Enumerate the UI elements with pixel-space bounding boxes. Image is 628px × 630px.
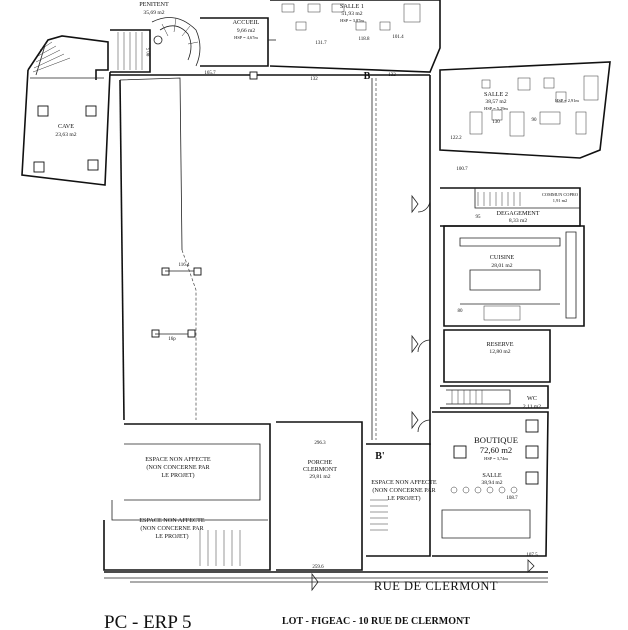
dim-label: 16p — [168, 337, 176, 342]
street-name: RUE DE CLERMONT — [374, 579, 498, 593]
section-mark-b: B — [364, 71, 371, 82]
commun-label: COMMUN COPRO — [542, 192, 578, 197]
dim-label: 296.3 — [314, 441, 326, 446]
commun-area: 1,91 m2 — [553, 198, 567, 204]
section-marks: B B' — [364, 71, 385, 462]
salle-label: SALLE — [482, 472, 501, 479]
salle2-area: 38,57 m2 — [485, 99, 506, 105]
reserve-area: 12,80 m2 — [489, 349, 510, 355]
salle1-label: SALLE 1 — [340, 3, 364, 10]
dim-label: 165.7 — [204, 71, 216, 76]
espace2-line2: (NON CONCERNE PAR — [140, 525, 204, 532]
salle1-area: 51,93 m2 — [341, 11, 362, 17]
section-mark-b-prime: B' — [375, 451, 385, 462]
title-right: LOT - FIGEAC - 10 RUE DE CLERMONT — [282, 616, 470, 627]
dim-label: 101.4 — [392, 35, 404, 40]
accueil-hsp: HSP = 4,67m — [234, 35, 258, 41]
wc-label: WC — [527, 395, 537, 402]
wc-area: 2,11 m2 — [523, 404, 541, 410]
dim-label: 108.7 — [506, 496, 518, 501]
boutique-label: BOUTIQUE — [474, 435, 518, 445]
boutique-hsp: HSP = 3,74m — [484, 456, 508, 462]
boutique-area: 72,60 m2 — [480, 445, 512, 455]
room-labels: PENITENT 35,69 m2 ACCUEIL 9,66 m2 HSP = … — [55, 1, 579, 540]
accueil-label: ACCUEIL — [233, 19, 260, 26]
dim-label: 131.7 — [315, 41, 327, 46]
title-left: PC - ERP 5 — [104, 612, 191, 630]
dim-label: 107.5 — [526, 553, 538, 558]
salle2-label: SALLE 2 — [484, 91, 508, 98]
espace3-line3: LE PROJET) — [387, 495, 420, 502]
porche-area: 29,81 m2 — [309, 474, 330, 480]
espace1-line2: (NON CONCERNE PAR — [146, 464, 210, 471]
espace1-line3: LE PROJET) — [161, 472, 194, 479]
dim-label: 132 — [310, 77, 318, 82]
cave-label: CAVE — [58, 123, 74, 130]
dim-label: 116.4 — [178, 263, 190, 268]
dim-label: 100.7 — [456, 167, 468, 172]
porche-label: PORCHE — [308, 459, 333, 466]
espace2-line1: ESPACE NON AFFECTE — [139, 517, 205, 524]
dim-label: 259.6 — [312, 565, 324, 570]
degagement-area: 8,33 m2 — [509, 218, 528, 224]
reserve-label: RESERVE — [486, 341, 513, 348]
dim-label: 90 — [532, 118, 538, 123]
espace3-line1: ESPACE NON AFFECTE — [371, 479, 437, 486]
dim-label: 132 — [388, 73, 396, 78]
porche-label-2: CLERMONT — [303, 466, 337, 473]
accueil-area: 9,66 m2 — [237, 28, 256, 34]
espace1-line1: ESPACE NON AFFECTE — [145, 456, 211, 463]
cave-area: 23,63 m2 — [55, 132, 76, 138]
dimension-labels: 131.7 118.8 101.4 165.7 132 132 130 90 1… — [147, 35, 538, 570]
salle1-hsp: HSP = 3,87m — [340, 18, 364, 24]
dim-label: 95 — [476, 215, 482, 220]
espace3-line2: (NON CONCERNE PAR — [372, 487, 436, 494]
cuisine-label: CUISINE — [490, 254, 515, 261]
espace2-line3: LE PROJET) — [155, 533, 188, 540]
dim-label: 80.5 — [147, 47, 152, 56]
salle-area: 38,94 m2 — [481, 480, 502, 486]
salle2-hsp-right: HSP = 2,91m — [555, 98, 579, 104]
penitent-label: PENITENT — [139, 1, 169, 8]
cuisine-area: 28,01 m2 — [491, 263, 512, 269]
dim-label: 130 — [492, 120, 500, 125]
dim-label: 122.2 — [450, 136, 462, 141]
dim-label: 80 — [458, 309, 464, 314]
plan-walls — [21, 0, 611, 592]
dim-label: 118.8 — [358, 37, 370, 42]
degagement-label: DEGAGEMENT — [497, 210, 540, 217]
penitent-area: 35,69 m2 — [143, 10, 164, 16]
salle2-hsp: HSP = 5,29m — [484, 106, 508, 112]
